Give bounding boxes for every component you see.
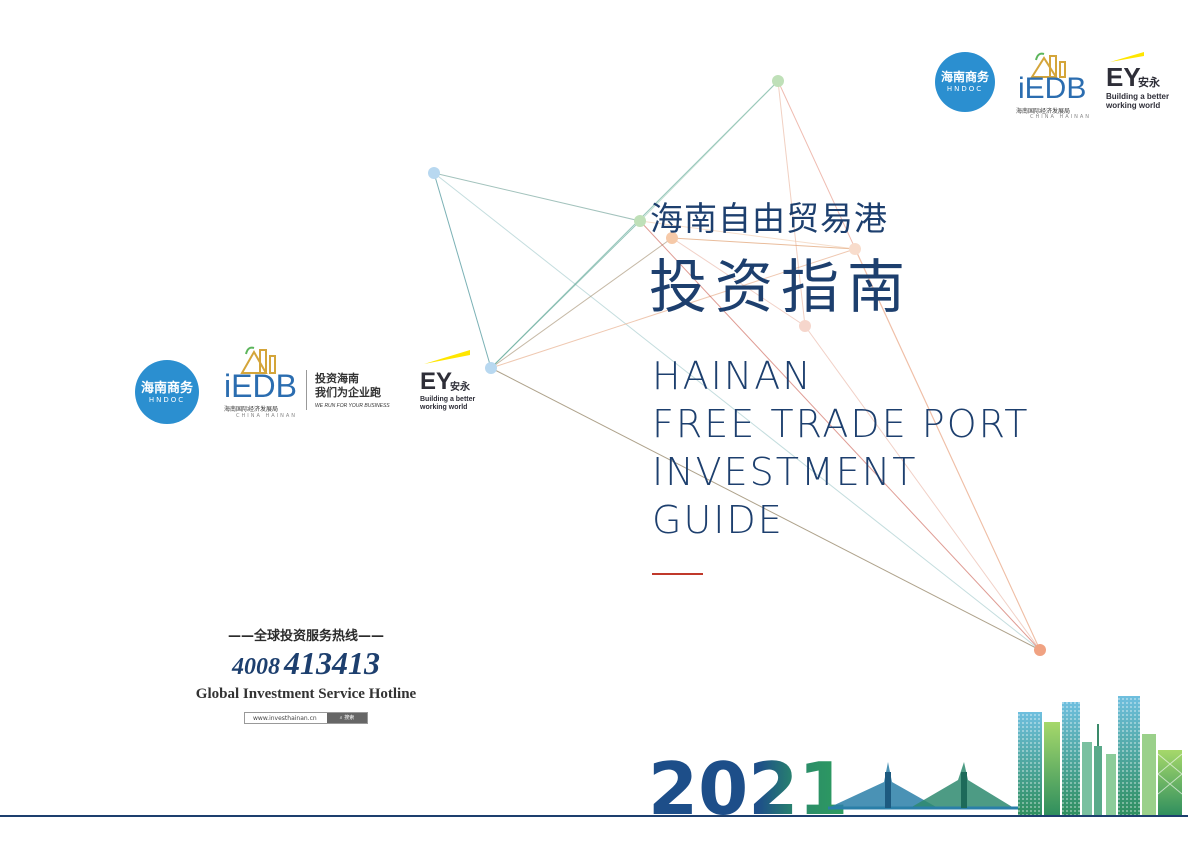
- iedb-left-en: CHINA HAINAN: [236, 413, 298, 419]
- search-label: 搜索: [344, 715, 355, 721]
- hndoc-logo-left-cn: 海南商务: [140, 381, 193, 396]
- iedb-en: CHINA HAINAN: [1030, 114, 1092, 120]
- accent-rule: [652, 573, 703, 575]
- ey-logo: EY 安永 Building a better working world: [1106, 52, 1176, 122]
- year-label: 2021: [648, 747, 848, 831]
- slogan-cn-line2: 我们为企业跑: [315, 386, 381, 399]
- ey-cn: 安永: [1138, 76, 1160, 89]
- hndoc-logo: 海南商务 HNDOC: [935, 52, 995, 112]
- iedb-slogan: 投资海南 我们为企业跑 WE RUN FOR YOUR BUSINESS: [315, 372, 405, 409]
- search-icon: ⌕: [339, 715, 343, 721]
- hndoc-logo-cn: 海南商务: [940, 70, 989, 84]
- ey-left-tagline-2: working world: [420, 404, 468, 411]
- hotline-prefix: 4008: [232, 654, 280, 680]
- ey-left-cn: 安永: [450, 382, 470, 393]
- title-en: HAINAN FREE TRADE PORT INVESTMENT GUIDE: [652, 352, 1029, 544]
- hotline-number: 4008 413413: [184, 645, 428, 682]
- ey-logo-left: EY 安永 Building a better working world: [420, 350, 490, 420]
- iedb-cn: 海南国际经济发展局: [1016, 108, 1071, 115]
- ey-left-wordmark: EY: [420, 368, 453, 395]
- title-cn-line2: 投资指南: [649, 253, 914, 321]
- url-search-box[interactable]: www.investhainan.cn ⌕ 搜索: [244, 712, 368, 724]
- iedb-logo: iEDB 海南国际经济发展局 CHINA HAINAN: [1012, 50, 1092, 122]
- slogan-en: WE RUN FOR YOUR BUSINESS: [315, 403, 390, 409]
- year-text: 2021: [648, 747, 848, 831]
- title-en-line1: HAINAN: [652, 354, 813, 398]
- hndoc-logo-left: 海南商务 HNDOC: [135, 360, 199, 424]
- title-en-line4: GUIDE: [652, 498, 784, 542]
- iedb-left-wordmark: iEDB: [224, 368, 297, 404]
- title-cn-line1: 海南自由贸易港: [650, 199, 888, 238]
- city-skyline-illustration: [1018, 696, 1183, 816]
- search-button[interactable]: ⌕ 搜索: [327, 713, 367, 723]
- title-en-line3: INVESTMENT: [652, 450, 918, 494]
- ey-left-tagline-1: Building a better: [420, 396, 476, 403]
- ey-beam-icon: [1110, 52, 1144, 62]
- divider: [306, 370, 307, 410]
- hotline-en: Global Investment Service Hotline: [195, 686, 417, 702]
- ey-beam-icon-left: [424, 350, 470, 364]
- bottom-rule: [0, 815, 1188, 817]
- iedb-left-cn: 海南国际经济发展局: [224, 406, 279, 413]
- iedb-logo-left: iEDB 海南国际经济发展局 CHINA HAINAN: [220, 344, 302, 422]
- iedb-building-icon-left: [240, 346, 276, 374]
- hndoc-logo-en: HNDOC: [946, 85, 984, 93]
- hndoc-logo-left-en: HNDOC: [148, 396, 186, 404]
- ey-wordmark: EY: [1106, 62, 1141, 92]
- slogan-cn-line1: 投资海南: [315, 372, 359, 385]
- hotline-main: 413413: [284, 645, 380, 681]
- url-text: www.investhainan.cn: [253, 714, 317, 722]
- ey-tagline-1: Building a better: [1106, 92, 1170, 101]
- bridge-illustration: [828, 762, 1018, 810]
- hotline-cn: ——全球投资服务热线——: [227, 629, 384, 644]
- iedb-building-icon: [1030, 52, 1066, 78]
- ey-tagline-2: working world: [1106, 101, 1161, 110]
- iedb-wordmark: iEDB: [1018, 72, 1087, 105]
- title-en-line2: FREE TRADE PORT: [652, 402, 1030, 446]
